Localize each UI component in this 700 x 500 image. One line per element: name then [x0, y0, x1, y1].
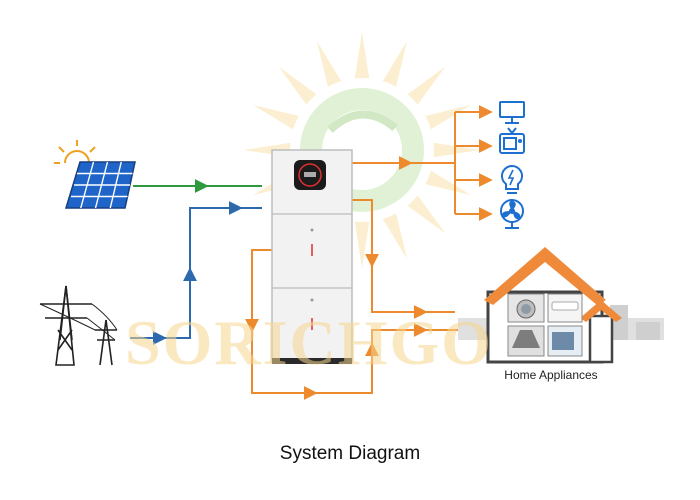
- inverter-display: [294, 160, 326, 190]
- fan-icon: [500, 199, 524, 229]
- solar-panel-icon: [64, 161, 136, 209]
- logo-ray: [316, 40, 343, 89]
- home-appliances-label: Home Appliances: [504, 368, 598, 382]
- grid-to-inverter-line: [130, 201, 262, 345]
- range-hood-icon: [507, 325, 545, 357]
- logo-ray: [423, 169, 472, 196]
- power-pylon-icon: [39, 285, 118, 366]
- battery-loop-line: [245, 249, 458, 400]
- logo-ray: [423, 104, 472, 131]
- air-conditioner-icon: [547, 293, 583, 323]
- inverter-battery-stack: [271, 149, 353, 364]
- lightbulb-icon: [501, 165, 523, 194]
- diagram-caption: System Diagram: [279, 443, 421, 464]
- logo-ray: [354, 219, 370, 268]
- logo-ray: [354, 32, 370, 81]
- monitor-icon: [499, 101, 525, 124]
- backup-to-home-line: [352, 199, 455, 319]
- logo-ray: [381, 40, 408, 89]
- logo-ray: [381, 211, 408, 260]
- logo-ray: [278, 66, 319, 107]
- logo-ray: [405, 193, 446, 234]
- logo-ray: [405, 66, 446, 107]
- microwave-icon: [547, 325, 583, 357]
- sun-icon: [54, 140, 100, 164]
- washing-machine-icon: [507, 293, 545, 323]
- brand-watermark-text: SORICHGO: [125, 307, 494, 376]
- logo-ray: [252, 104, 301, 131]
- tv-icon: [499, 127, 525, 154]
